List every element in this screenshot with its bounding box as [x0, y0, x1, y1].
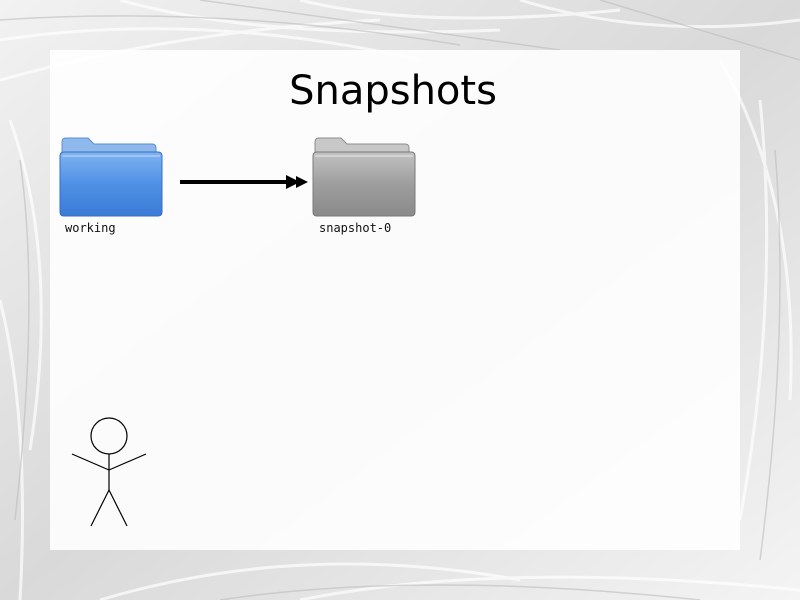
right-arrow-icon [180, 175, 308, 189]
snapshot-folder-icon[interactable] [311, 132, 421, 222]
slide-panel [50, 50, 740, 550]
working-folder-label: working [65, 221, 116, 235]
slide-title: Snapshots [289, 68, 497, 114]
working-folder-icon[interactable] [58, 132, 168, 222]
stick-figure-icon [71, 417, 147, 527]
snapshot-folder-label: snapshot-0 [319, 221, 392, 235]
